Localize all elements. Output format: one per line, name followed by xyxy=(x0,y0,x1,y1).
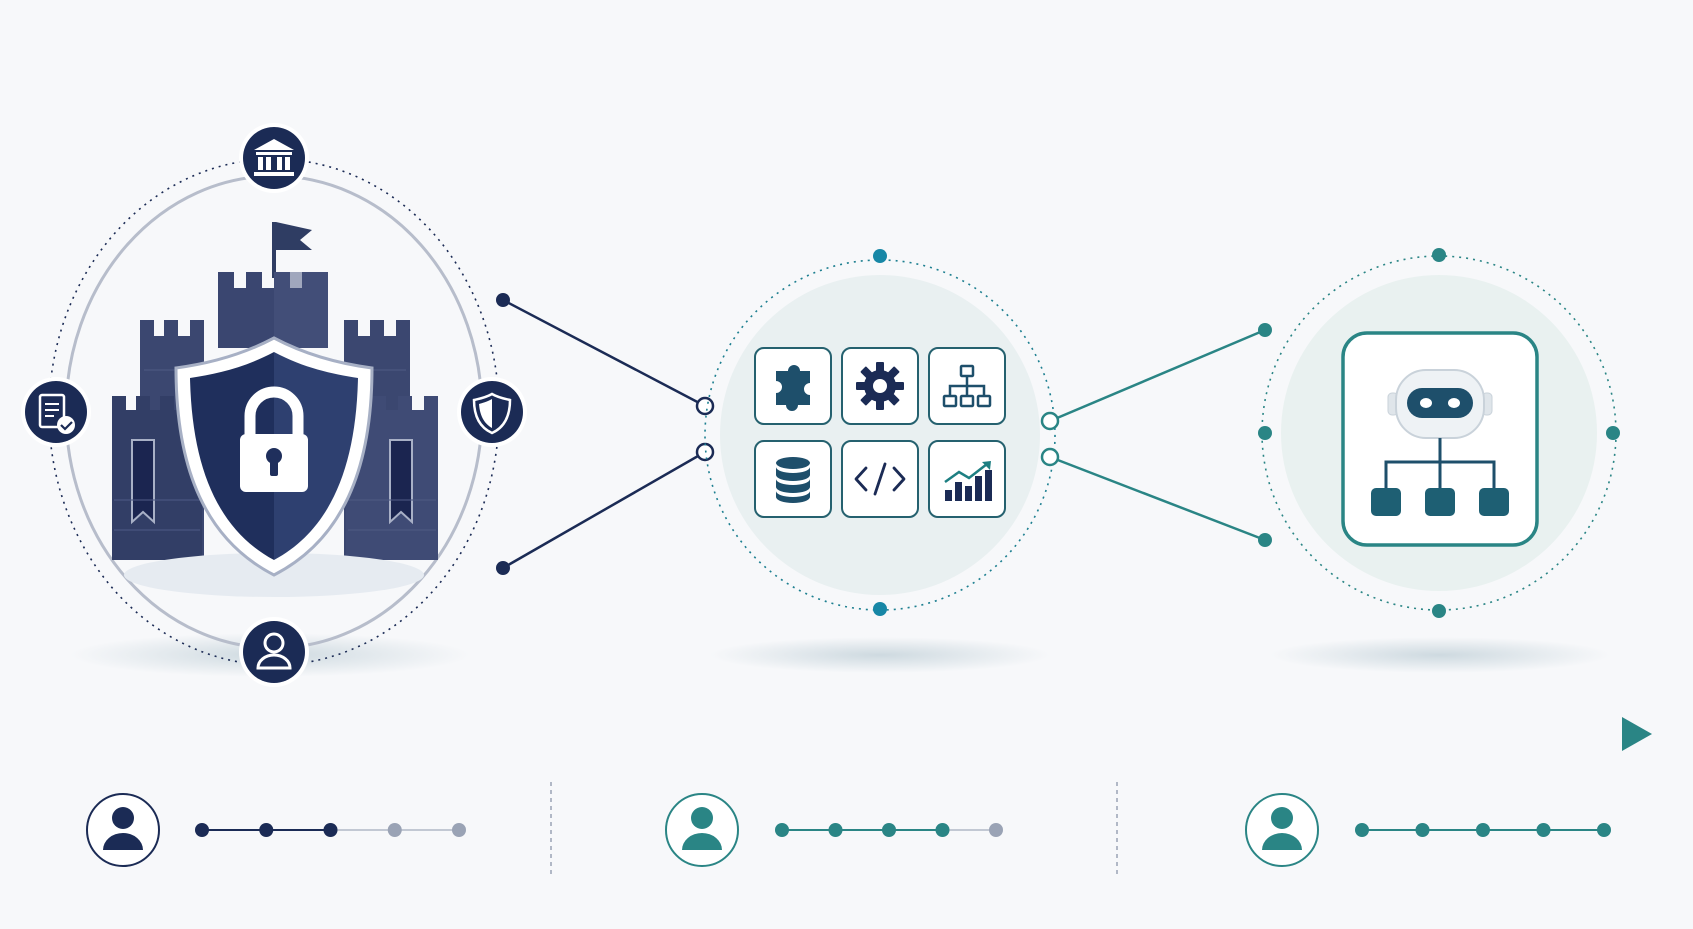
progress-step-dot xyxy=(828,823,843,837)
progress-rows xyxy=(86,793,1611,867)
progress-step-dot xyxy=(1355,823,1369,837)
middle-shadow xyxy=(710,637,1050,673)
shield-icon[interactable] xyxy=(457,377,527,447)
progress-step-dot xyxy=(989,823,1003,837)
right-cluster xyxy=(1258,248,1620,618)
progress-step-dot xyxy=(1476,823,1490,837)
left-cluster xyxy=(21,123,527,687)
progress-row-2 xyxy=(665,793,1003,867)
connector-left-middle xyxy=(496,293,715,575)
timeline-arrow xyxy=(64,717,1652,751)
connector-middle-right xyxy=(1040,323,1272,547)
castle-shield-lock-icon xyxy=(112,222,438,597)
gear-icon[interactable] xyxy=(841,347,919,425)
progress-step-dot xyxy=(195,823,209,837)
user-icon[interactable] xyxy=(86,793,160,867)
middle-cluster xyxy=(704,249,1056,616)
progress-row-1 xyxy=(86,793,466,867)
robot-network-icon[interactable] xyxy=(1341,331,1539,547)
progress-step-dot xyxy=(1415,823,1430,837)
user-icon[interactable] xyxy=(1245,793,1319,867)
document-check-icon[interactable] xyxy=(21,377,91,447)
progress-row-3 xyxy=(1245,793,1611,867)
right-shadow xyxy=(1270,637,1610,673)
progress-step-dot xyxy=(323,823,338,837)
database-icon[interactable] xyxy=(754,440,832,518)
institution-icon[interactable] xyxy=(239,123,309,193)
chart-growth-icon[interactable] xyxy=(928,440,1006,518)
user-icon[interactable] xyxy=(665,793,739,867)
progress-step-dot xyxy=(259,823,274,837)
progress-step-dot xyxy=(1536,823,1551,837)
progress-step-dot xyxy=(452,823,466,837)
progress-step-dot xyxy=(387,823,402,837)
user-icon[interactable] xyxy=(239,617,309,687)
puzzle-icon[interactable] xyxy=(754,347,832,425)
progress-step-dot xyxy=(882,823,896,837)
progress-step-dot xyxy=(1597,823,1611,837)
hierarchy-icon[interactable] xyxy=(928,347,1006,425)
progress-step-dot xyxy=(935,823,950,837)
progress-step-dot xyxy=(775,823,789,837)
code-icon[interactable] xyxy=(841,440,919,518)
